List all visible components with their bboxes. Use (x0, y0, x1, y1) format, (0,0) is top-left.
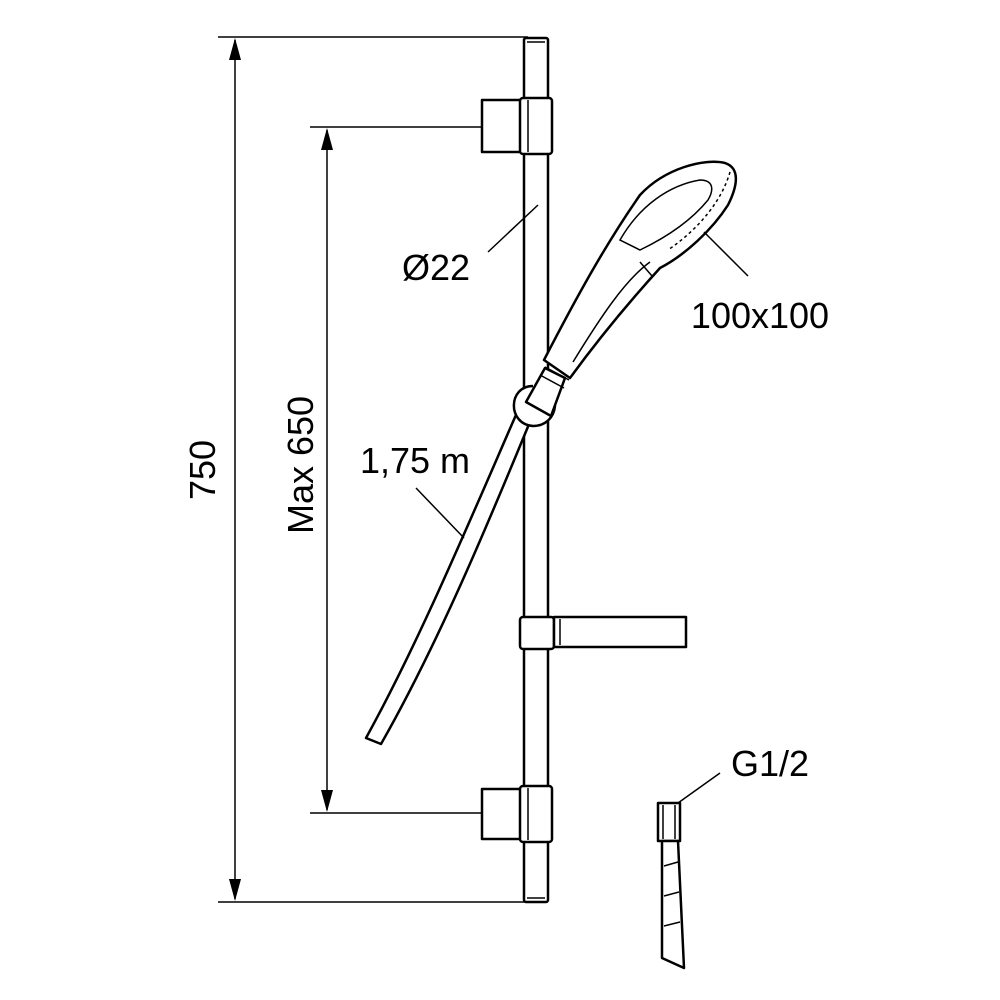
hose-end-rib-3 (663, 921, 681, 927)
label-hose-length: 1,75 m (360, 440, 470, 481)
slide-rail (522, 36, 550, 904)
handle-edge-line (572, 261, 651, 363)
lower-wall-bracket (480, 784, 554, 844)
upper-bracket-clamp (518, 96, 554, 156)
hose-connector (656, 801, 686, 970)
label-total-height: 750 (182, 440, 223, 500)
rail-bar (522, 36, 550, 904)
connector-nut (656, 801, 682, 843)
leader-head-size (703, 231, 749, 277)
soap-dish-tray (552, 615, 688, 649)
label-bar-diameter: Ø22 (402, 247, 470, 288)
shower-head-face (618, 179, 713, 251)
upper-wall-bracket (480, 96, 554, 156)
label-connection: G1/2 (731, 743, 809, 784)
soap-dish (518, 615, 688, 651)
arrow-up-650 (321, 128, 333, 150)
label-max-distance: Max 650 (280, 396, 321, 534)
arrow-up-750 (229, 38, 241, 60)
arrow-down-750 (229, 879, 241, 901)
handle-collar-top (544, 366, 570, 381)
dimension-max-distance: Max 650 (280, 126, 482, 814)
lower-bracket-clamp (518, 784, 554, 844)
leader-connection (677, 772, 721, 804)
hose-end-rib-2 (663, 891, 680, 897)
head-notch (639, 261, 653, 277)
soap-dish-clamp (518, 615, 556, 651)
leader-bar-diameter (487, 204, 539, 253)
connector-hose-end (660, 839, 686, 970)
hand-shower (539, 160, 738, 389)
hose-body (364, 406, 536, 746)
dimension-total-height: 750 (182, 36, 528, 903)
arrow-down-650 (321, 790, 333, 812)
handle-collar-bottom (539, 374, 565, 389)
leader-hose-length (415, 487, 465, 539)
shower-hose (364, 406, 536, 746)
hose-end-rib-1 (663, 861, 679, 867)
label-head-size: 100x100 (691, 295, 829, 336)
slider-holder (512, 366, 567, 428)
